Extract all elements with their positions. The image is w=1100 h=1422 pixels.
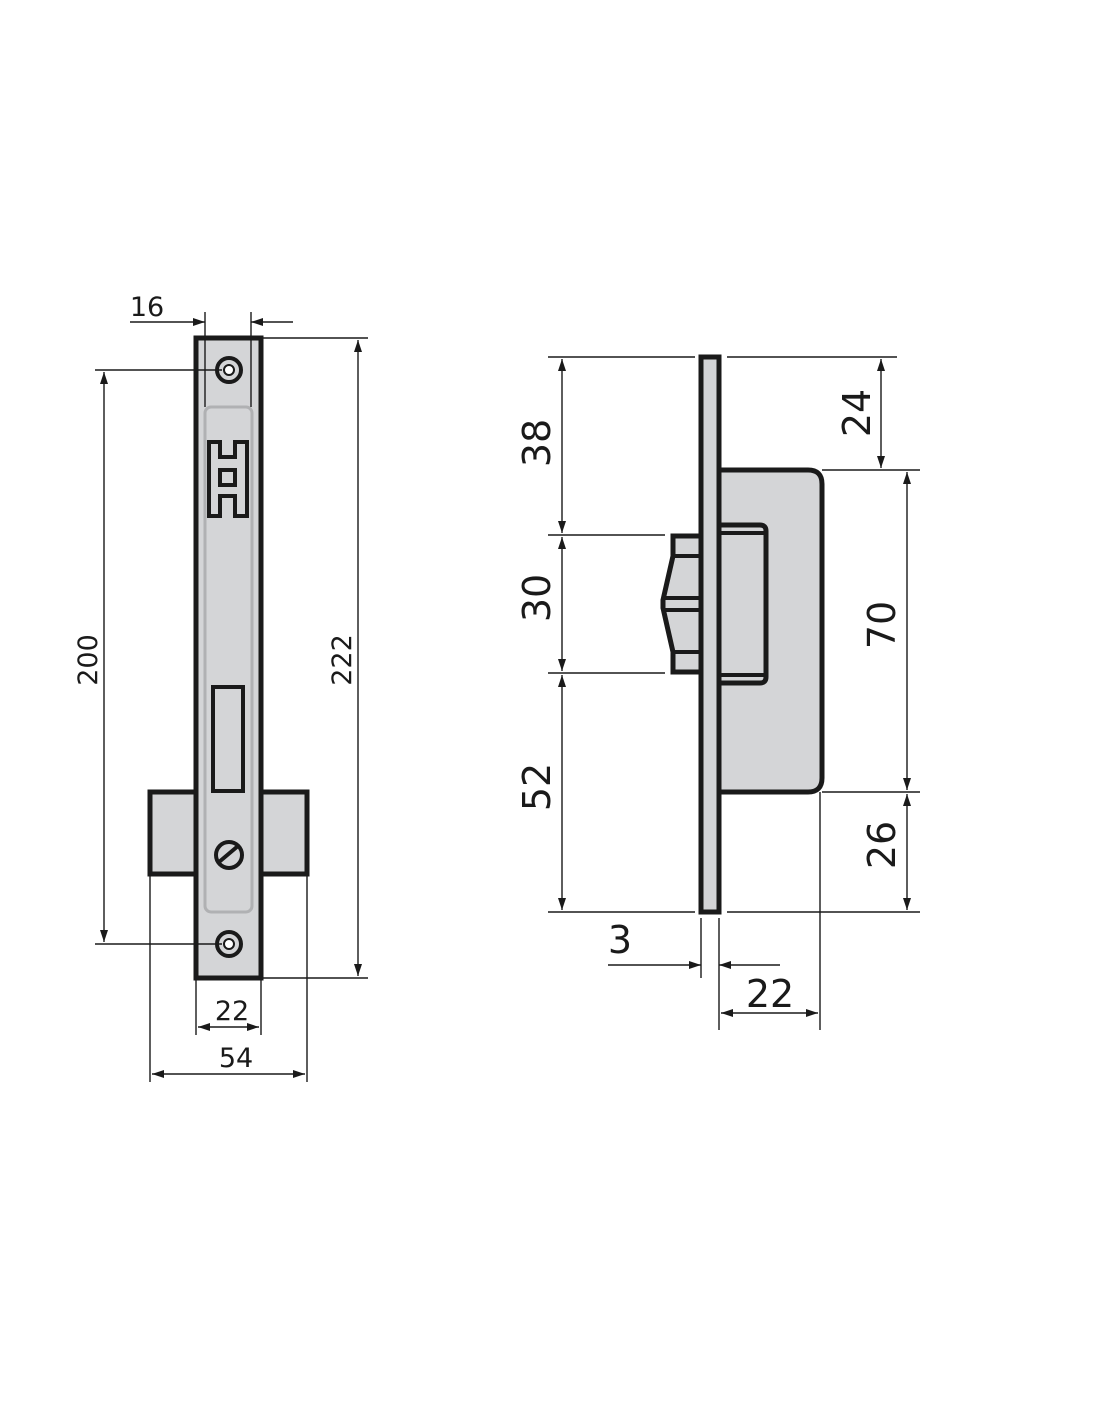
- dim-52: 52: [515, 763, 559, 811]
- dim-26: 26: [860, 821, 904, 869]
- latch: [660, 533, 704, 675]
- follower-h: [207, 440, 249, 518]
- dim-200: 200: [73, 634, 104, 686]
- case-tab-right: [254, 789, 310, 877]
- dim-70: 70: [860, 601, 904, 649]
- dim-24: 24: [835, 389, 879, 437]
- dim-54: 54: [219, 1043, 253, 1074]
- dim-16: 16: [130, 292, 164, 323]
- dim-222: 222: [327, 634, 358, 686]
- dim-22-side: 22: [746, 972, 794, 1016]
- side-view: 38 30 52 24 70 26 3 22: [515, 354, 920, 1030]
- front-view: 16 222 200 22 54: [73, 292, 368, 1082]
- screw-icon: [214, 840, 244, 870]
- side-faceplate: [698, 354, 722, 915]
- bolt: [714, 522, 769, 686]
- dim-22-front: 22: [215, 996, 249, 1027]
- dim-30: 30: [515, 574, 559, 622]
- dim-3: 3: [608, 918, 632, 962]
- latch-window: [211, 685, 245, 793]
- dim-38: 38: [515, 419, 559, 467]
- case-tab-left: [147, 789, 203, 877]
- bottom-hole-icon: [215, 930, 243, 958]
